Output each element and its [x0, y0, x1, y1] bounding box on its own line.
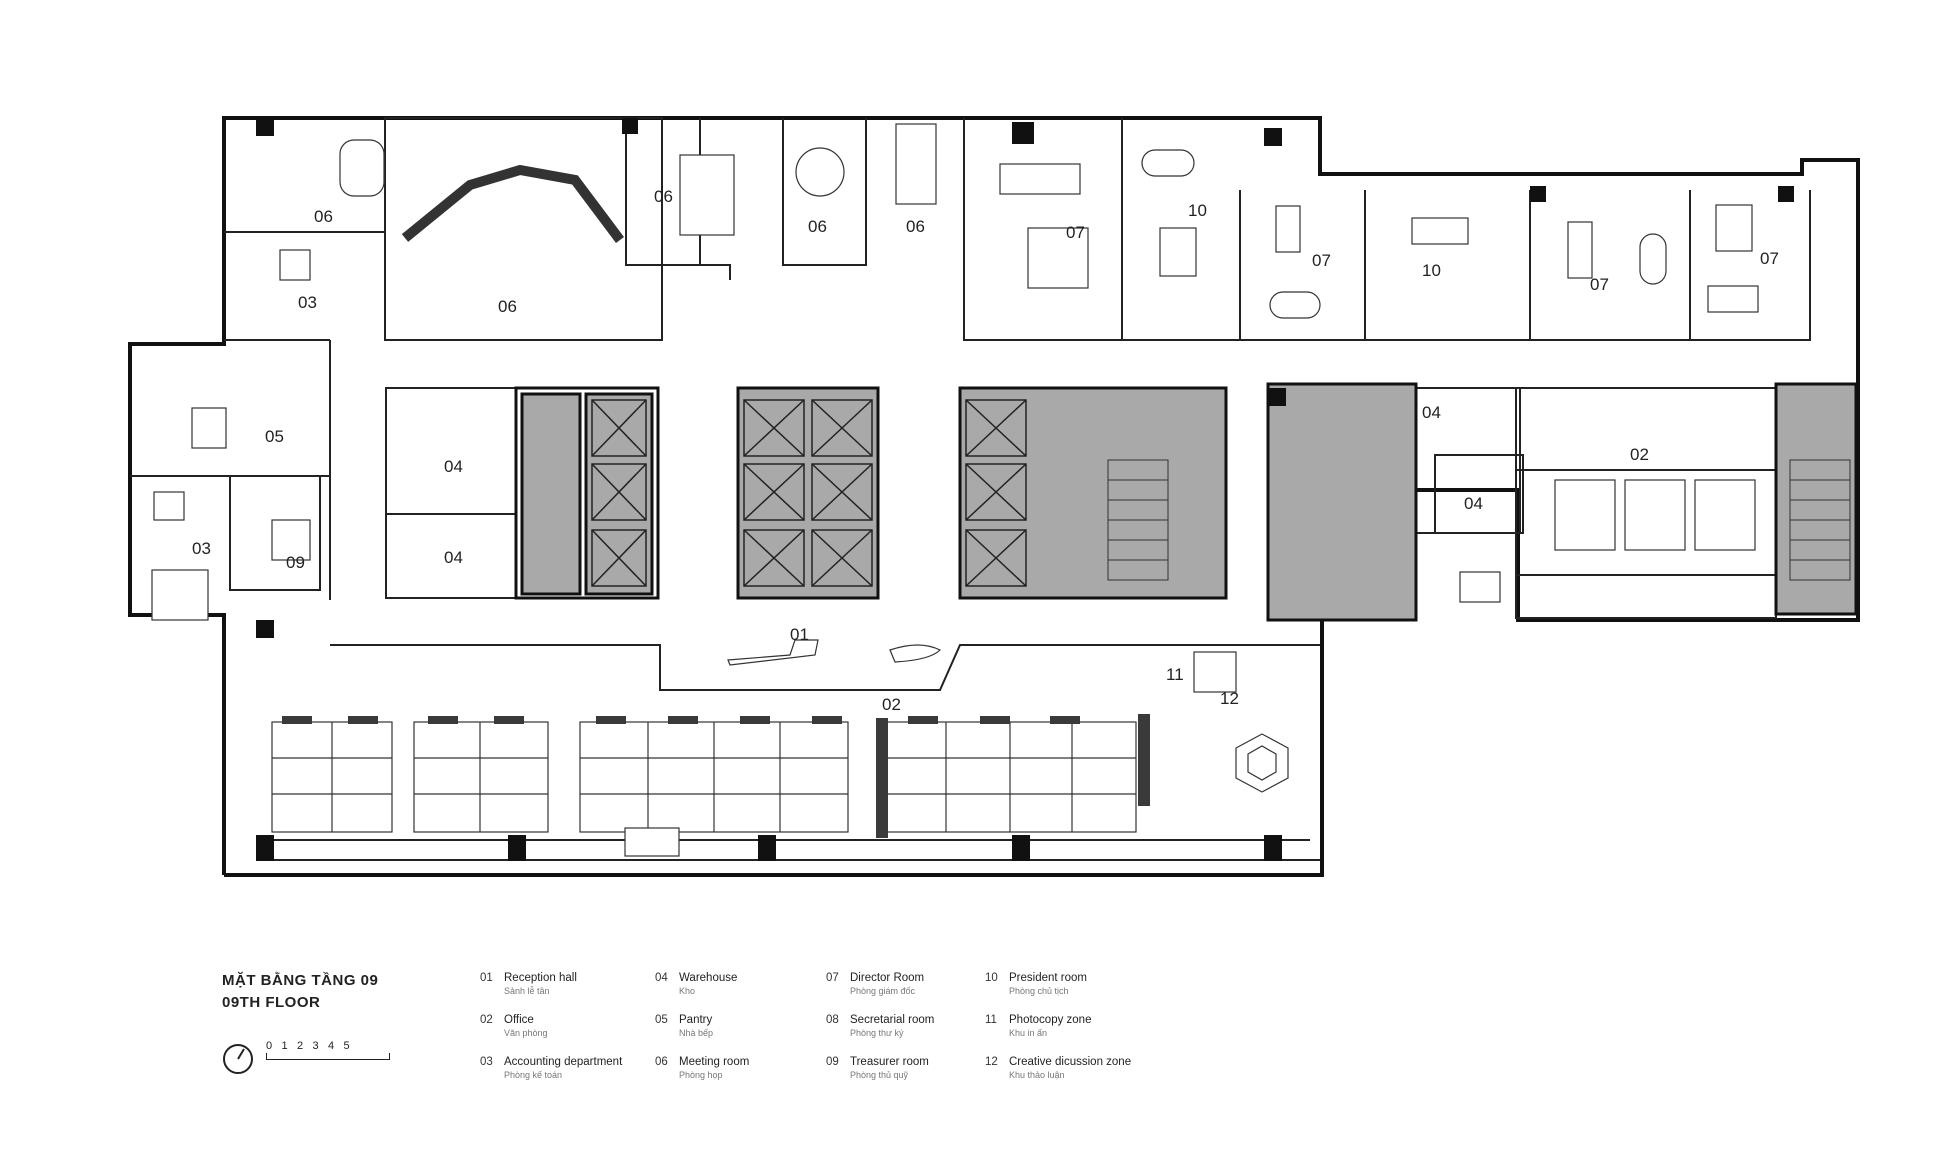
room-label: 02 — [882, 695, 901, 714]
legend-en: Creative dicussion zone — [1009, 1056, 1132, 1068]
legend-vi: Phòng thư ký — [850, 1028, 904, 1038]
legend-num: 11 — [985, 1014, 997, 1026]
scale-tick: 1 — [281, 1040, 288, 1052]
legend-en: Secretarial room — [850, 1014, 935, 1026]
legend-en: Reception hall — [504, 972, 577, 984]
legend-en: Meeting room — [679, 1056, 750, 1068]
room-label: 04 — [1464, 494, 1483, 513]
room-label: 01 — [790, 625, 809, 644]
drawing-title: MẶT BẰNG TẦNG 09 09TH FLOOR — [222, 970, 378, 1014]
elevators — [591, 399, 1027, 587]
legend-en: Treasurer room — [850, 1056, 929, 1068]
room-label: 06 — [906, 217, 925, 236]
room-label: 10 — [1188, 201, 1207, 220]
legend-num: 08 — [826, 1014, 839, 1026]
legend-vi: Phòng kế toán — [504, 1070, 563, 1080]
legend-en: Office — [504, 1014, 534, 1026]
legend-num: 03 — [480, 1056, 493, 1068]
legend-vi: Văn phòng — [504, 1028, 548, 1038]
furniture — [151, 123, 1759, 857]
scale-tick: 4 — [328, 1040, 335, 1052]
room-label: 03 — [298, 293, 317, 312]
legend-num: 02 — [480, 1014, 493, 1026]
room-label: 06 — [654, 187, 673, 206]
legend-vi: Kho — [679, 986, 696, 996]
room-label: 07 — [1760, 249, 1779, 268]
room-label: 02 — [1630, 445, 1649, 464]
legend-num: 10 — [985, 972, 998, 984]
legend-vi: Phòng thủ quỹ — [850, 1070, 909, 1080]
stairs — [1107, 459, 1851, 581]
legend-num: 04 — [655, 972, 668, 984]
room-label: 07 — [1312, 251, 1331, 270]
scale-tick: 3 — [312, 1040, 319, 1052]
room-label: 04 — [444, 457, 463, 476]
room-labels: 06 06 06 06 06 07 10 07 10 07 07 03 05 0… — [192, 187, 1779, 714]
legend-num: 09 — [826, 1056, 839, 1068]
legend-vi: Phòng giám đốc — [850, 986, 916, 996]
legend-vi: Phòng họp — [679, 1070, 723, 1080]
title-english: 09TH FLOOR — [222, 994, 321, 1011]
room-label: 05 — [265, 427, 284, 446]
legend-en: Warehouse — [679, 972, 738, 984]
room-label: 12 — [1220, 689, 1239, 708]
room-label: 03 — [192, 539, 211, 558]
legend-en: Accounting department — [504, 1056, 623, 1068]
legend-num: 05 — [655, 1014, 668, 1026]
north-arrow-icon — [223, 1044, 253, 1074]
room-label: 04 — [444, 548, 463, 567]
legend-num: 01 — [480, 972, 493, 984]
room-label: 09 — [286, 553, 305, 572]
legend-en: Director Room — [850, 972, 925, 984]
legend-vi: Phòng chủ tịch — [1009, 986, 1069, 996]
legend-vi: Nhà bếp — [679, 1028, 714, 1038]
room-label: 07 — [1066, 223, 1085, 242]
legend-vi: Khu in ấn — [1009, 1028, 1048, 1038]
legend-en: President room — [1009, 972, 1087, 984]
room-label: 06 — [808, 217, 827, 236]
building-core — [514, 382, 1858, 622]
title-vietnamese: MẶT BẰNG TẦNG 09 — [222, 972, 379, 989]
scale-line — [266, 1053, 390, 1060]
outer-walls — [128, 116, 1860, 877]
legend-num: 07 — [826, 972, 839, 984]
legend-num: 12 — [985, 1056, 998, 1068]
room-label: 10 — [1422, 261, 1441, 280]
columns — [256, 118, 1794, 861]
planters — [282, 714, 1150, 838]
legend-num: 06 — [655, 1056, 668, 1068]
legend-en: Photocopy zone — [1009, 1014, 1092, 1026]
scale-tick: 2 — [297, 1040, 304, 1052]
legend-vi: Sảnh lễ tân — [504, 986, 550, 996]
room-label: 06 — [498, 297, 517, 316]
room-label: 06 — [314, 207, 333, 226]
legend-vi: Khu thảo luận — [1009, 1070, 1065, 1080]
room-label: 11 — [1166, 665, 1184, 684]
room-label: 04 — [1422, 403, 1441, 422]
scale-tick: 0 — [266, 1040, 273, 1052]
legend-en: Pantry — [679, 1014, 713, 1026]
scale-tick: 5 — [343, 1040, 350, 1052]
room-label: 07 — [1590, 275, 1609, 294]
